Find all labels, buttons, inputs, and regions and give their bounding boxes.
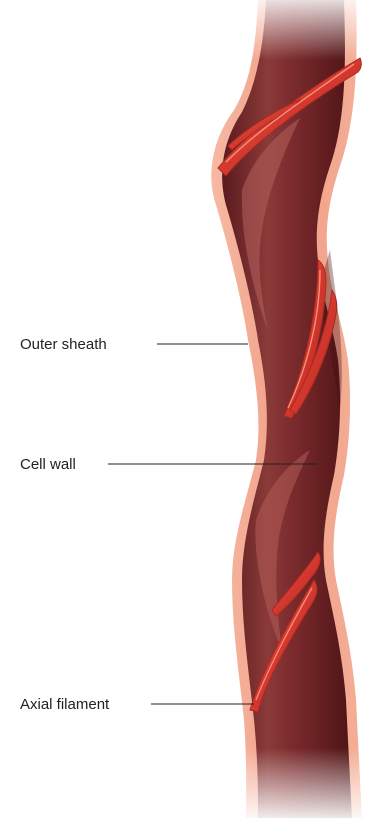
- bottom-fade: [200, 748, 367, 818]
- top-fade: [200, 0, 367, 60]
- label-cell-wall: Cell wall: [20, 456, 76, 473]
- label-axial-filament: Axial filament: [20, 696, 110, 713]
- label-outer-sheath: Outer sheath: [20, 336, 107, 353]
